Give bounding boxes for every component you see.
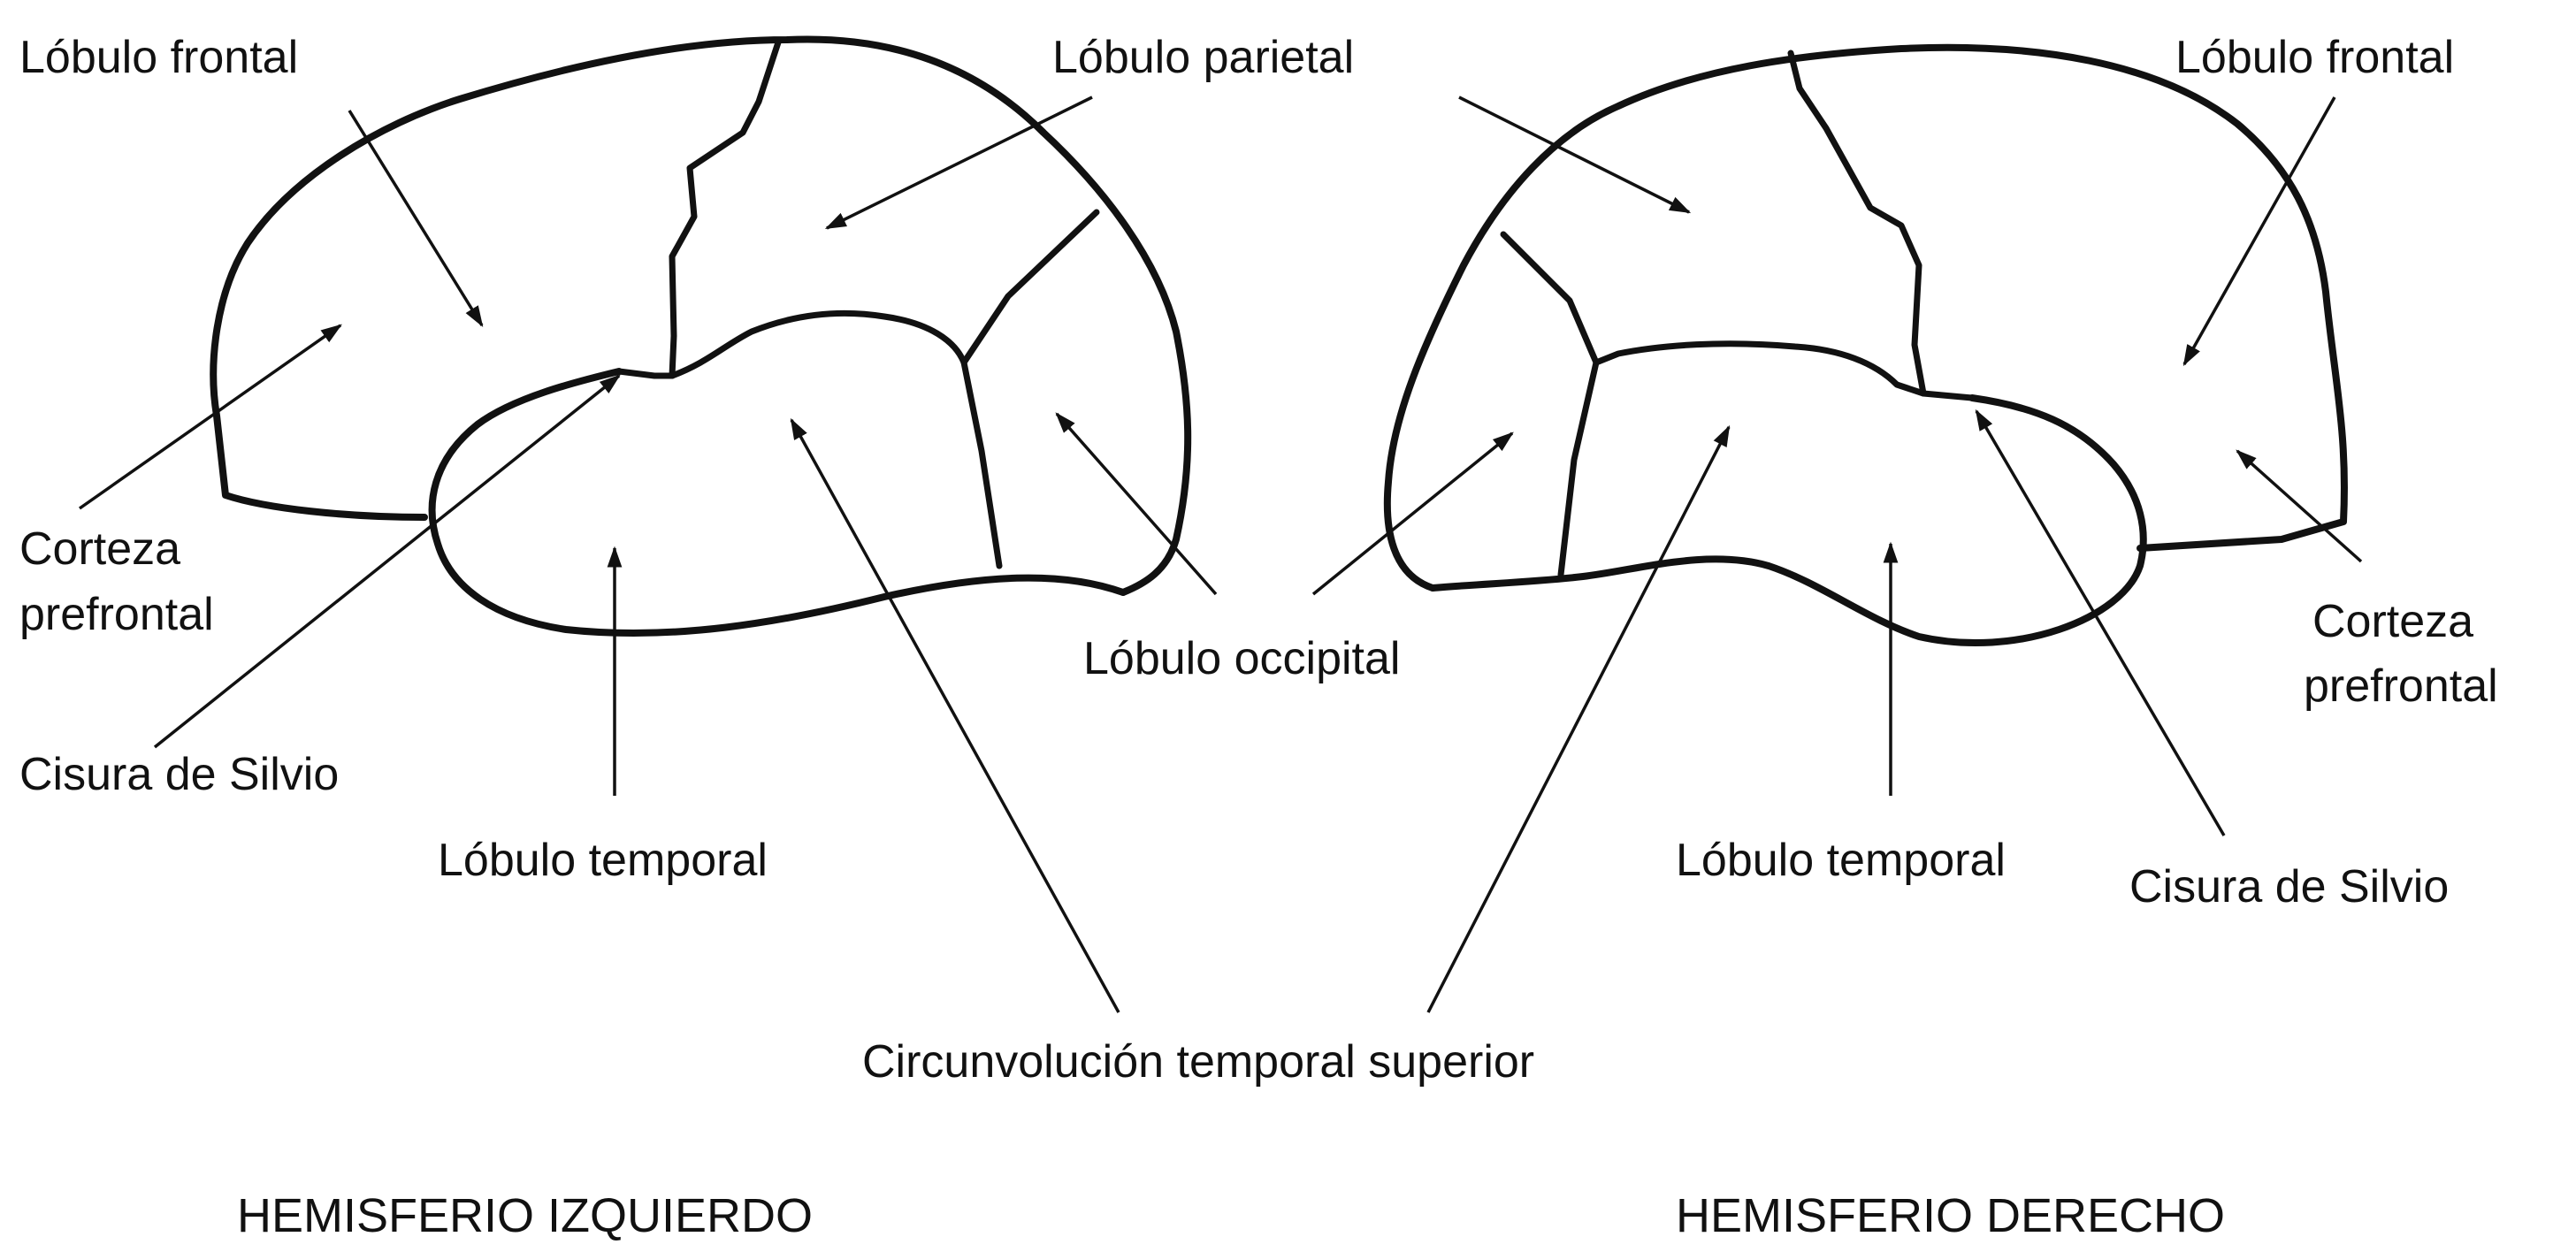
arrow-left-occipital — [1057, 414, 1216, 594]
arrow-left-parietal — [827, 97, 1092, 228]
right-occipital-line — [1561, 363, 1596, 575]
arrow-left-frontal — [349, 111, 482, 325]
caption-right-hemisphere: HEMISFERIO DERECHO — [1676, 1189, 2225, 1242]
label-right-temporal: Lóbulo temporal — [1676, 835, 2006, 886]
arrow-left-prefrontal — [80, 325, 340, 508]
arrow-left-superior-temporal — [791, 420, 1119, 1012]
label-right-silvio: Cisura de Silvio — [2129, 861, 2449, 912]
label-left-prefrontal-line1: Corteza — [19, 523, 180, 575]
right-outline — [1387, 48, 2344, 588]
right-hemisphere — [1387, 48, 2344, 643]
label-occipital: Lóbulo occipital — [1083, 633, 1400, 684]
label-superior-temporal-gyrus: Circunvolución temporal superior — [862, 1036, 1534, 1088]
labels: Lóbulo frontal Lóbulo parietal Corteza p… — [19, 32, 2498, 1242]
right-parieto-occipital-line — [1503, 234, 1596, 363]
label-left-parietal: Lóbulo parietal — [1052, 32, 1354, 83]
arrow-left-silvio — [155, 376, 619, 747]
arrow-right-parietal — [1459, 97, 1689, 212]
left-temporal-outline — [432, 371, 1123, 633]
label-right-frontal: Lóbulo frontal — [2175, 32, 2454, 83]
arrow-right-occipital — [1313, 433, 1512, 594]
label-left-silvio: Cisura de Silvio — [19, 749, 339, 800]
label-left-prefrontal-line2: prefrontal — [19, 589, 214, 640]
left-parieto-occipital-line — [964, 212, 1097, 363]
label-left-temporal: Lóbulo temporal — [438, 835, 768, 886]
label-left-frontal: Lóbulo frontal — [19, 32, 298, 83]
arrows — [80, 97, 2361, 1012]
left-occipital-line — [964, 363, 999, 566]
label-right-prefrontal-line1: Corteza — [2312, 596, 2473, 647]
label-right-prefrontal-line2: prefrontal — [2304, 660, 2498, 712]
right-central-sulcus — [1791, 53, 1923, 393]
arrow-right-superior-temporal — [1428, 427, 1729, 1012]
caption-left-hemisphere: HEMISFERIO IZQUIERDO — [237, 1189, 813, 1242]
arrow-right-silvio — [1976, 411, 2224, 836]
right-temporal-outline — [1433, 398, 2144, 643]
